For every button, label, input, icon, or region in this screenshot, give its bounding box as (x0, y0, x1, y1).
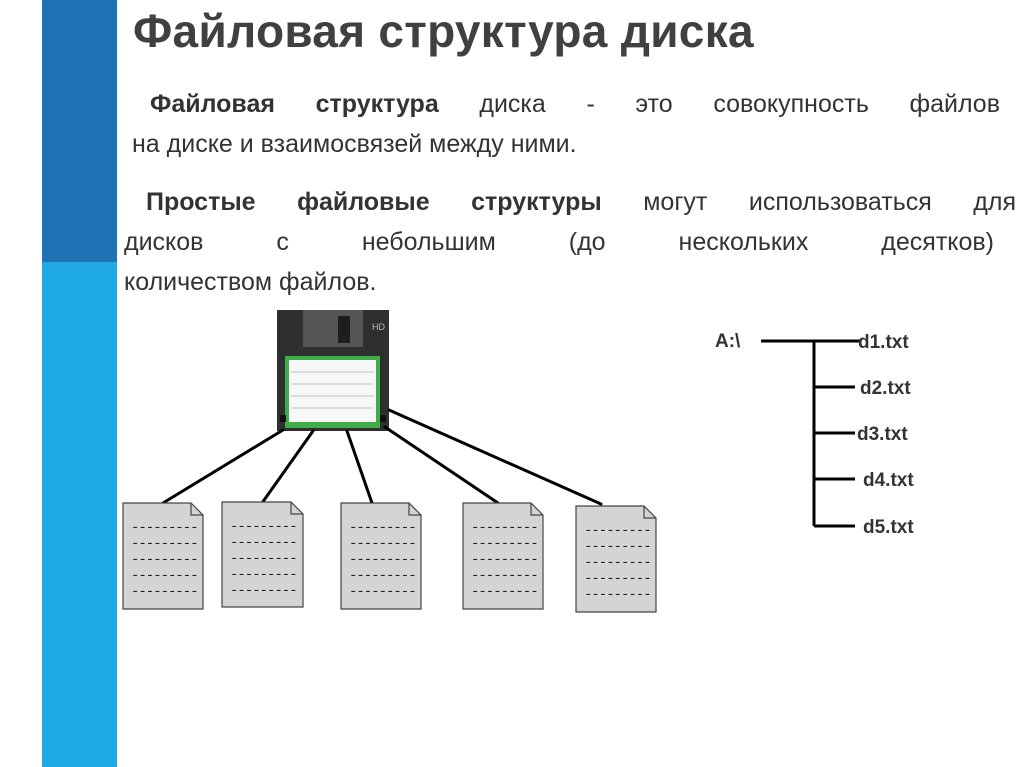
document-text-line: --------- (230, 551, 297, 567)
document-text-line: --------- (584, 539, 651, 555)
document-text-line: --------- (131, 552, 198, 568)
document-icon: ----------------------------------------… (340, 502, 422, 610)
document-page (462, 502, 544, 610)
document-fold (408, 503, 421, 516)
document-page (221, 501, 304, 608)
document-page (122, 502, 204, 610)
directory-tree: A:\ d1.txt d2.txt d3.txt d4.txt d5.txt (715, 331, 914, 538)
simple-structures-paragraph: Простые файловые структуры могут использ… (124, 182, 1016, 302)
document-text-line: --------- (349, 536, 416, 552)
accent-bar-dark (42, 0, 117, 262)
document-text-line: --------- (230, 583, 297, 599)
document-text-line: --------- (471, 552, 538, 568)
document-text-line: --------- (471, 584, 538, 600)
document-fold (190, 503, 203, 516)
tree-file-label: d3.txt (857, 424, 908, 445)
document-text-line: --------- (131, 568, 198, 584)
document-icon: ----------------------------------------… (122, 502, 204, 610)
document-text-line: --------- (349, 584, 416, 600)
document-fold (530, 503, 543, 516)
simple-line-2: дисков с небольшим (до нескольких десятк… (124, 228, 994, 256)
definition-line-2: на диске и взаимосвязей между ними. (132, 130, 577, 158)
connector-line-2 (260, 429, 315, 505)
document-text-line: --------- (584, 571, 651, 587)
document-icon: ----------------------------------------… (575, 505, 657, 613)
connector-line-4 (383, 425, 500, 505)
document-text-line: --------- (230, 567, 297, 583)
document-text-line: --------- (349, 568, 416, 584)
document-text-line: --------- (349, 552, 416, 568)
floppy-connectors (161, 408, 603, 506)
svg-text:HD: HD (372, 322, 385, 332)
tree-file-label: d1.txt (858, 332, 909, 353)
definition-text-1: диска - это совокупность файлов (438, 90, 1000, 118)
document-text-line: --------- (584, 555, 651, 571)
connector-line-5 (387, 408, 603, 506)
document-page (340, 502, 422, 610)
simple-text-1: могут использоваться для (601, 188, 1016, 216)
document-text-line: --------- (349, 520, 416, 536)
tree-file-label: d2.txt (860, 378, 911, 399)
definition-line-1: Файловая структура диска - это совокупно… (132, 84, 1000, 124)
definition-term: Файловая структура (150, 90, 439, 118)
document-text-line: --------- (584, 587, 651, 603)
simple-line-3: количеством файлов. (124, 268, 377, 296)
accent-bar-light (42, 262, 117, 767)
document-text-line: --------- (131, 584, 198, 600)
simple-term: Простые файловые структуры (146, 188, 602, 216)
document-text-line: --------- (471, 536, 538, 552)
document-fold (290, 502, 303, 515)
connector-line-1 (161, 428, 285, 505)
document-icon: ----------------------------------------… (221, 501, 304, 608)
floppy-disk-icon: HD (277, 310, 389, 431)
document-fold (643, 506, 656, 519)
document-icon: ----------------------------------------… (462, 502, 544, 610)
definition-paragraph: Файловая структура диска - это совокупно… (132, 84, 1000, 164)
document-text-line: --------- (471, 568, 538, 584)
document-text-line: --------- (131, 520, 198, 536)
simple-line-1: Простые файловые структуры могут использ… (124, 182, 1016, 222)
document-icons: ----------------------------------------… (122, 501, 657, 613)
slide-title: Файловая структура диска (133, 5, 754, 57)
connector-line-3 (345, 429, 374, 505)
document-text-line: --------- (471, 520, 538, 536)
tree-root-label: A:\ (715, 331, 741, 352)
tree-file-label: d4.txt (863, 470, 914, 491)
document-text-line: --------- (230, 519, 297, 535)
document-page (575, 505, 657, 613)
document-text-line: --------- (131, 536, 198, 552)
document-text-line: --------- (584, 523, 651, 539)
tree-file-label: d5.txt (863, 517, 914, 538)
document-text-line: --------- (230, 535, 297, 551)
